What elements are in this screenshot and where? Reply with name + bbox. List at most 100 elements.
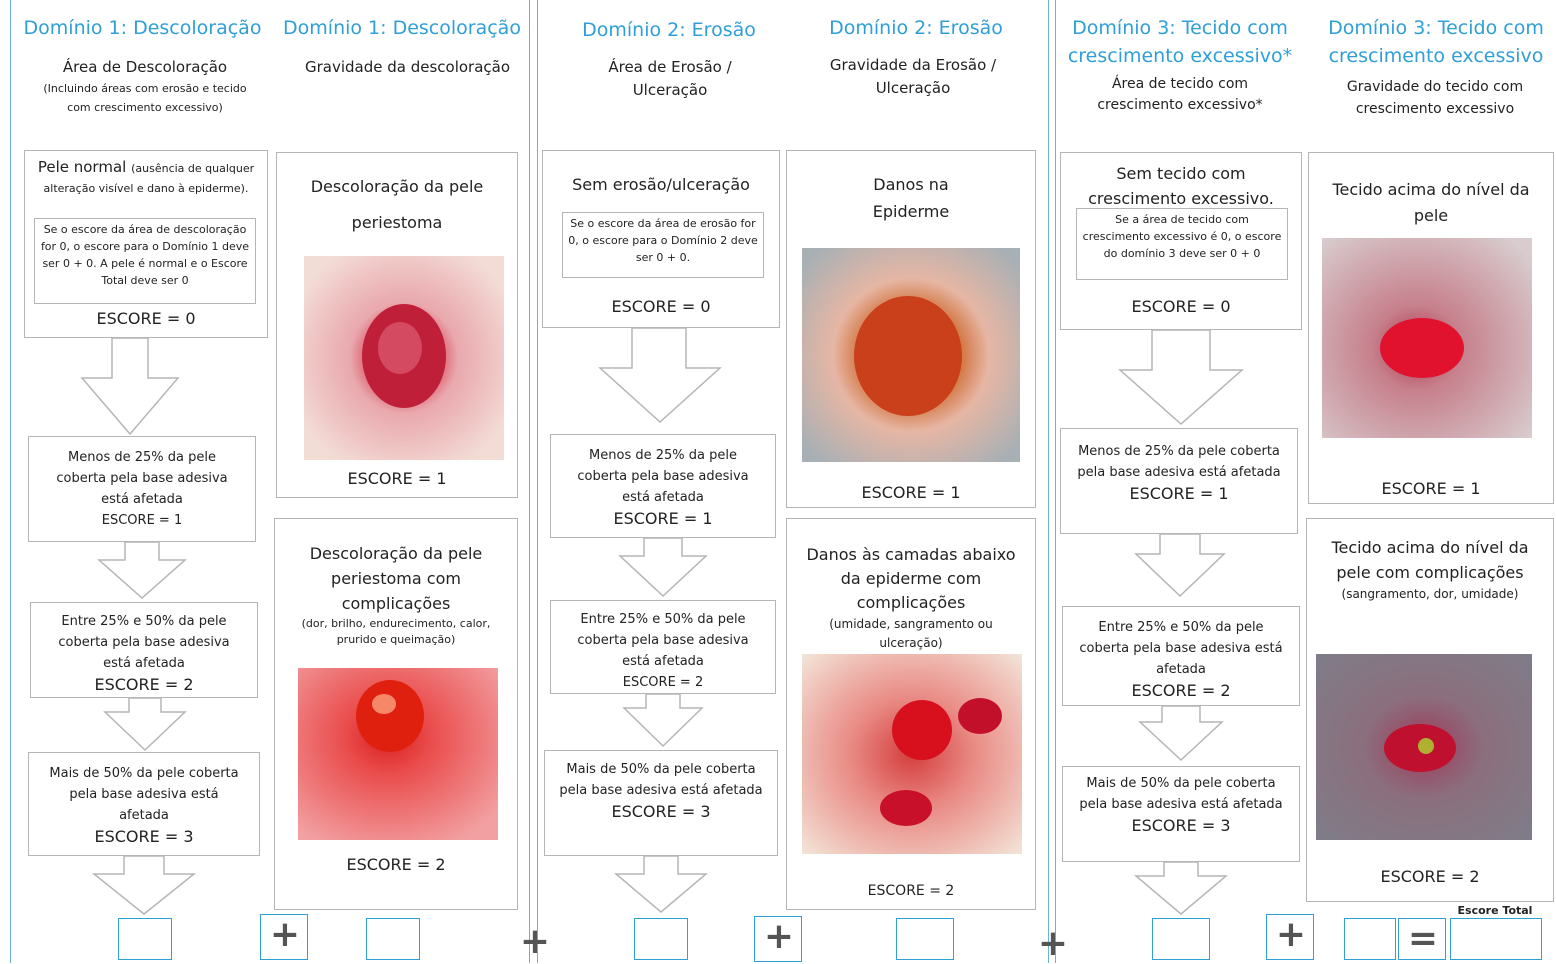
domain3-lt25-box: Menos de 25% da pele coberta pela base a… [1060,428,1298,534]
domain3-area-title: Domínio 3: Tecido com crescimento excess… [1062,14,1298,70]
domain3-severity1-photo [1322,238,1532,438]
equals-icon: = [1405,921,1441,957]
domain2-severity2-note: (umidade, sangramento ou ulceração) [787,615,1035,653]
domain2-gt50-score: ESCORE = 3 [557,801,765,822]
domain1-severity1-title: Descoloração da pele periestoma [277,153,517,241]
domain2-none-inner-note: Se o escore da área de erosão for 0, o e… [562,212,764,278]
domain2-down-arrow-1 [598,328,722,424]
domain3-lt25-text: Menos de 25% da pele coberta pela base a… [1075,441,1283,483]
domain2-severity1-score: ESCORE = 1 [787,483,1035,502]
domain3-plus-box: + [1266,914,1314,960]
domain1-severity2-photo [298,668,498,840]
domain2-25-50-score: ESCORE = 2 [563,672,763,693]
domain1-severity-heading: Gravidade da descoloração [290,56,525,79]
domain3-none-title: Sem tecido com crescimento excessivo. [1061,153,1301,211]
domain3-severity-title: Domínio 3: Tecido com crescimento excess… [1316,14,1556,70]
domain3-gt50-box: Mais de 50% da pele coberta pela base ad… [1062,766,1300,862]
domain1-normal-inner-note: Se o escore da área de descoloração for … [34,218,256,304]
plus-icon: + [1273,917,1309,953]
domain2-none-title: Sem erosão/ulceração [543,151,779,197]
domain2-none-score: ESCORE = 0 [543,297,779,316]
domain3-gt50-text: Mais de 50% da pele coberta pela base ad… [1077,773,1285,815]
domain2-lt25-text: Menos de 25% da pele coberta pela base a… [565,445,761,508]
domain2-25-50-text: Entre 25% e 50% da pele coberta pela bas… [563,609,763,672]
domain3-25-50-text: Entre 25% e 50% da pele coberta pela bas… [1077,617,1285,680]
domain2-lt25-score: ESCORE = 1 [565,508,761,529]
plus-icon: + [1036,926,1070,962]
domain1-normal-title: Pele normal [38,158,126,176]
domain3-none-inner-note: Se a área de tecido com crescimento exce… [1076,208,1288,280]
domain1-severity1-score: ESCORE = 1 [277,469,517,488]
domain3-lt25-score: ESCORE = 1 [1075,483,1283,504]
domain1-down-arrow-3 [103,698,187,752]
domain3-severity1-title: Tecido acima do nível da pele [1309,153,1553,229]
domain1-down-arrow-1 [80,338,180,436]
domain1-normal-score: ESCORE = 0 [24,309,268,328]
domain1-25-50-text: Entre 25% e 50% da pele coberta pela bas… [45,611,243,674]
domain1-area-title: Domínio 1: Descoloração [20,14,265,42]
domain2-area-score-input[interactable] [634,918,688,960]
domain1-area-note: (Incluindo áreas com erosão e tecido com… [40,79,250,117]
domain1-severity-score-input[interactable] [366,918,420,960]
domain2-area-heading: Área de Erosão / Ulceração [590,56,750,102]
domain2-severity2-photo [802,654,1022,854]
domain1-gt50-box: Mais de 50% da pele coberta pela base ad… [28,752,260,856]
domain3-gt50-score: ESCORE = 3 [1077,815,1285,836]
domain3-down-arrow-2 [1134,534,1226,598]
domain3-25-50-box: Entre 25% e 50% da pele coberta pela bas… [1062,606,1300,706]
domain2-down-arrow-2 [618,538,708,598]
total-score-input[interactable] [1450,918,1542,960]
domain2-down-arrow-4 [614,856,708,914]
domain2-25-50-box: Entre 25% e 50% da pele coberta pela bas… [550,600,776,694]
domain1-down-arrow-4 [92,856,196,916]
domain3-down-arrow-4 [1134,862,1228,916]
domain3-area-heading: Área de tecido com crescimento excessivo… [1080,74,1280,116]
domain3-area-score-input[interactable] [1152,918,1210,960]
equals-box: = [1398,918,1446,960]
domain1-lt25-score: ESCORE = 1 [43,510,241,531]
domain2-area-title: Domínio 2: Erosão [545,16,793,44]
domain3-none-score: ESCORE = 0 [1061,297,1301,316]
domain1-normal-title-wrap: Pele normal (ausência de qualquer altera… [25,151,267,197]
domain1-severity1-photo [304,256,504,460]
domain3-severity-score-input[interactable] [1344,918,1396,960]
domain2-severity-title: Domínio 2: Erosão [792,14,1040,42]
domain3-down-arrow-3 [1138,706,1224,762]
domain1-gt50-text: Mais de 50% da pele coberta pela base ad… [43,763,245,826]
domain2-severity1-title: Danos na Epiderme [787,151,1035,225]
domain1-area-heading: Área de Descoloração (Incluindo áreas co… [40,56,250,117]
domain2-down-arrow-3 [622,694,704,748]
domain2-severity2-score: ESCORE = 2 [787,883,1035,899]
domain3-severity2-title: Tecido acima do nível da pele com compli… [1307,519,1553,585]
domain1-severity2-title: Descoloração da pele periestoma com comp… [275,519,517,616]
domain2-plus-box: + [754,916,802,962]
domain2-gt50-text: Mais de 50% da pele coberta pela base ad… [557,759,765,801]
domain1-severity2-note: (dor, brilho, endurecimento, calor, prur… [275,616,517,648]
domain3-severity2-photo [1316,654,1532,840]
plus-icon: + [267,917,303,953]
domain3-severity2-note: (sangramento, dor, umidade) [1307,585,1553,603]
domain2-severity-heading: Gravidade da Erosão / Ulceração [818,54,1008,100]
domain1-plus-box: + [260,914,308,960]
domain2-lt25-box: Menos de 25% da pele coberta pela base a… [550,434,776,538]
domain3-severity-heading: Gravidade do tecido com crescimento exce… [1320,76,1550,120]
domain3-25-50-score: ESCORE = 2 [1077,680,1285,701]
domain2-severity1-photo [802,248,1020,462]
domain1-severity2-score: ESCORE = 2 [275,855,517,874]
domain1-area-score-input[interactable] [118,918,172,960]
domain3-down-arrow-1 [1118,330,1244,426]
plus-icon: + [761,919,797,955]
plus-icon: + [518,924,552,960]
domain1-lt25-box: Menos de 25% da pele coberta pela base a… [28,436,256,542]
domain1-down-arrow-2 [97,542,187,600]
domain2-severity2-title: Danos às camadas abaixo da epiderme com … [787,519,1035,615]
domain2-severity-score-input[interactable] [896,918,954,960]
domain1-lt25-text: Menos de 25% da pele coberta pela base a… [43,447,241,510]
domain1-severity-title: Domínio 1: Descoloração [278,14,526,42]
domain1-25-50-box: Entre 25% e 50% da pele coberta pela bas… [30,602,258,698]
domain3-severity2-score: ESCORE = 2 [1307,867,1553,886]
domain3-severity1-score: ESCORE = 1 [1309,479,1553,498]
domain1-25-50-score: ESCORE = 2 [45,674,243,695]
total-score-label: Escore Total [1450,904,1540,917]
domain2-gt50-box: Mais de 50% da pele coberta pela base ad… [544,750,778,856]
